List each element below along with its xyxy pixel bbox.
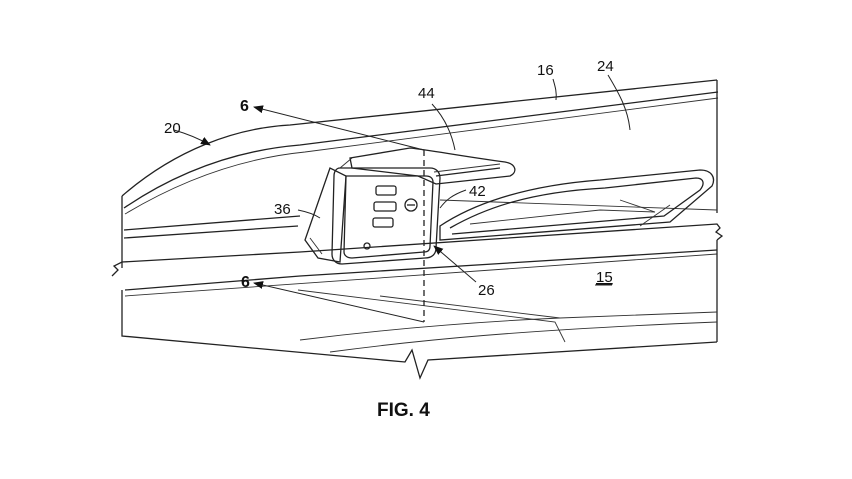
label-36: 36 bbox=[274, 201, 291, 218]
label-42: 42 bbox=[469, 183, 486, 200]
section-line bbox=[253, 105, 425, 323]
reference-labels: 16 24 44 20 42 36 26 15 6 6 bbox=[164, 58, 614, 299]
screw-icon bbox=[404, 198, 418, 212]
section-label-bottom: 6 bbox=[241, 274, 250, 291]
label-20: 20 bbox=[164, 120, 181, 137]
label-26: 26 bbox=[478, 282, 495, 299]
cover-lid bbox=[339, 147, 516, 185]
outlet-body bbox=[331, 167, 441, 265]
section-label-top: 6 bbox=[240, 98, 249, 115]
bracket-housing bbox=[304, 167, 347, 263]
lower-panel bbox=[121, 240, 718, 380]
roof-panel bbox=[121, 79, 719, 268]
indicator-icon bbox=[363, 242, 371, 250]
receptacle-mid bbox=[373, 201, 397, 212]
figure-caption: FIG. 4 bbox=[377, 400, 430, 421]
handle-grip bbox=[439, 169, 715, 241]
bed-rail bbox=[111, 223, 724, 297]
label-15: 15 bbox=[596, 269, 613, 286]
label-24: 24 bbox=[597, 58, 614, 75]
label-16: 16 bbox=[537, 62, 554, 79]
leader-lines bbox=[173, 74, 631, 283]
receptacle-bottom bbox=[372, 217, 394, 228]
cab-side-rail bbox=[123, 199, 718, 239]
receptacle-top bbox=[375, 185, 397, 196]
label-44: 44 bbox=[418, 85, 435, 102]
